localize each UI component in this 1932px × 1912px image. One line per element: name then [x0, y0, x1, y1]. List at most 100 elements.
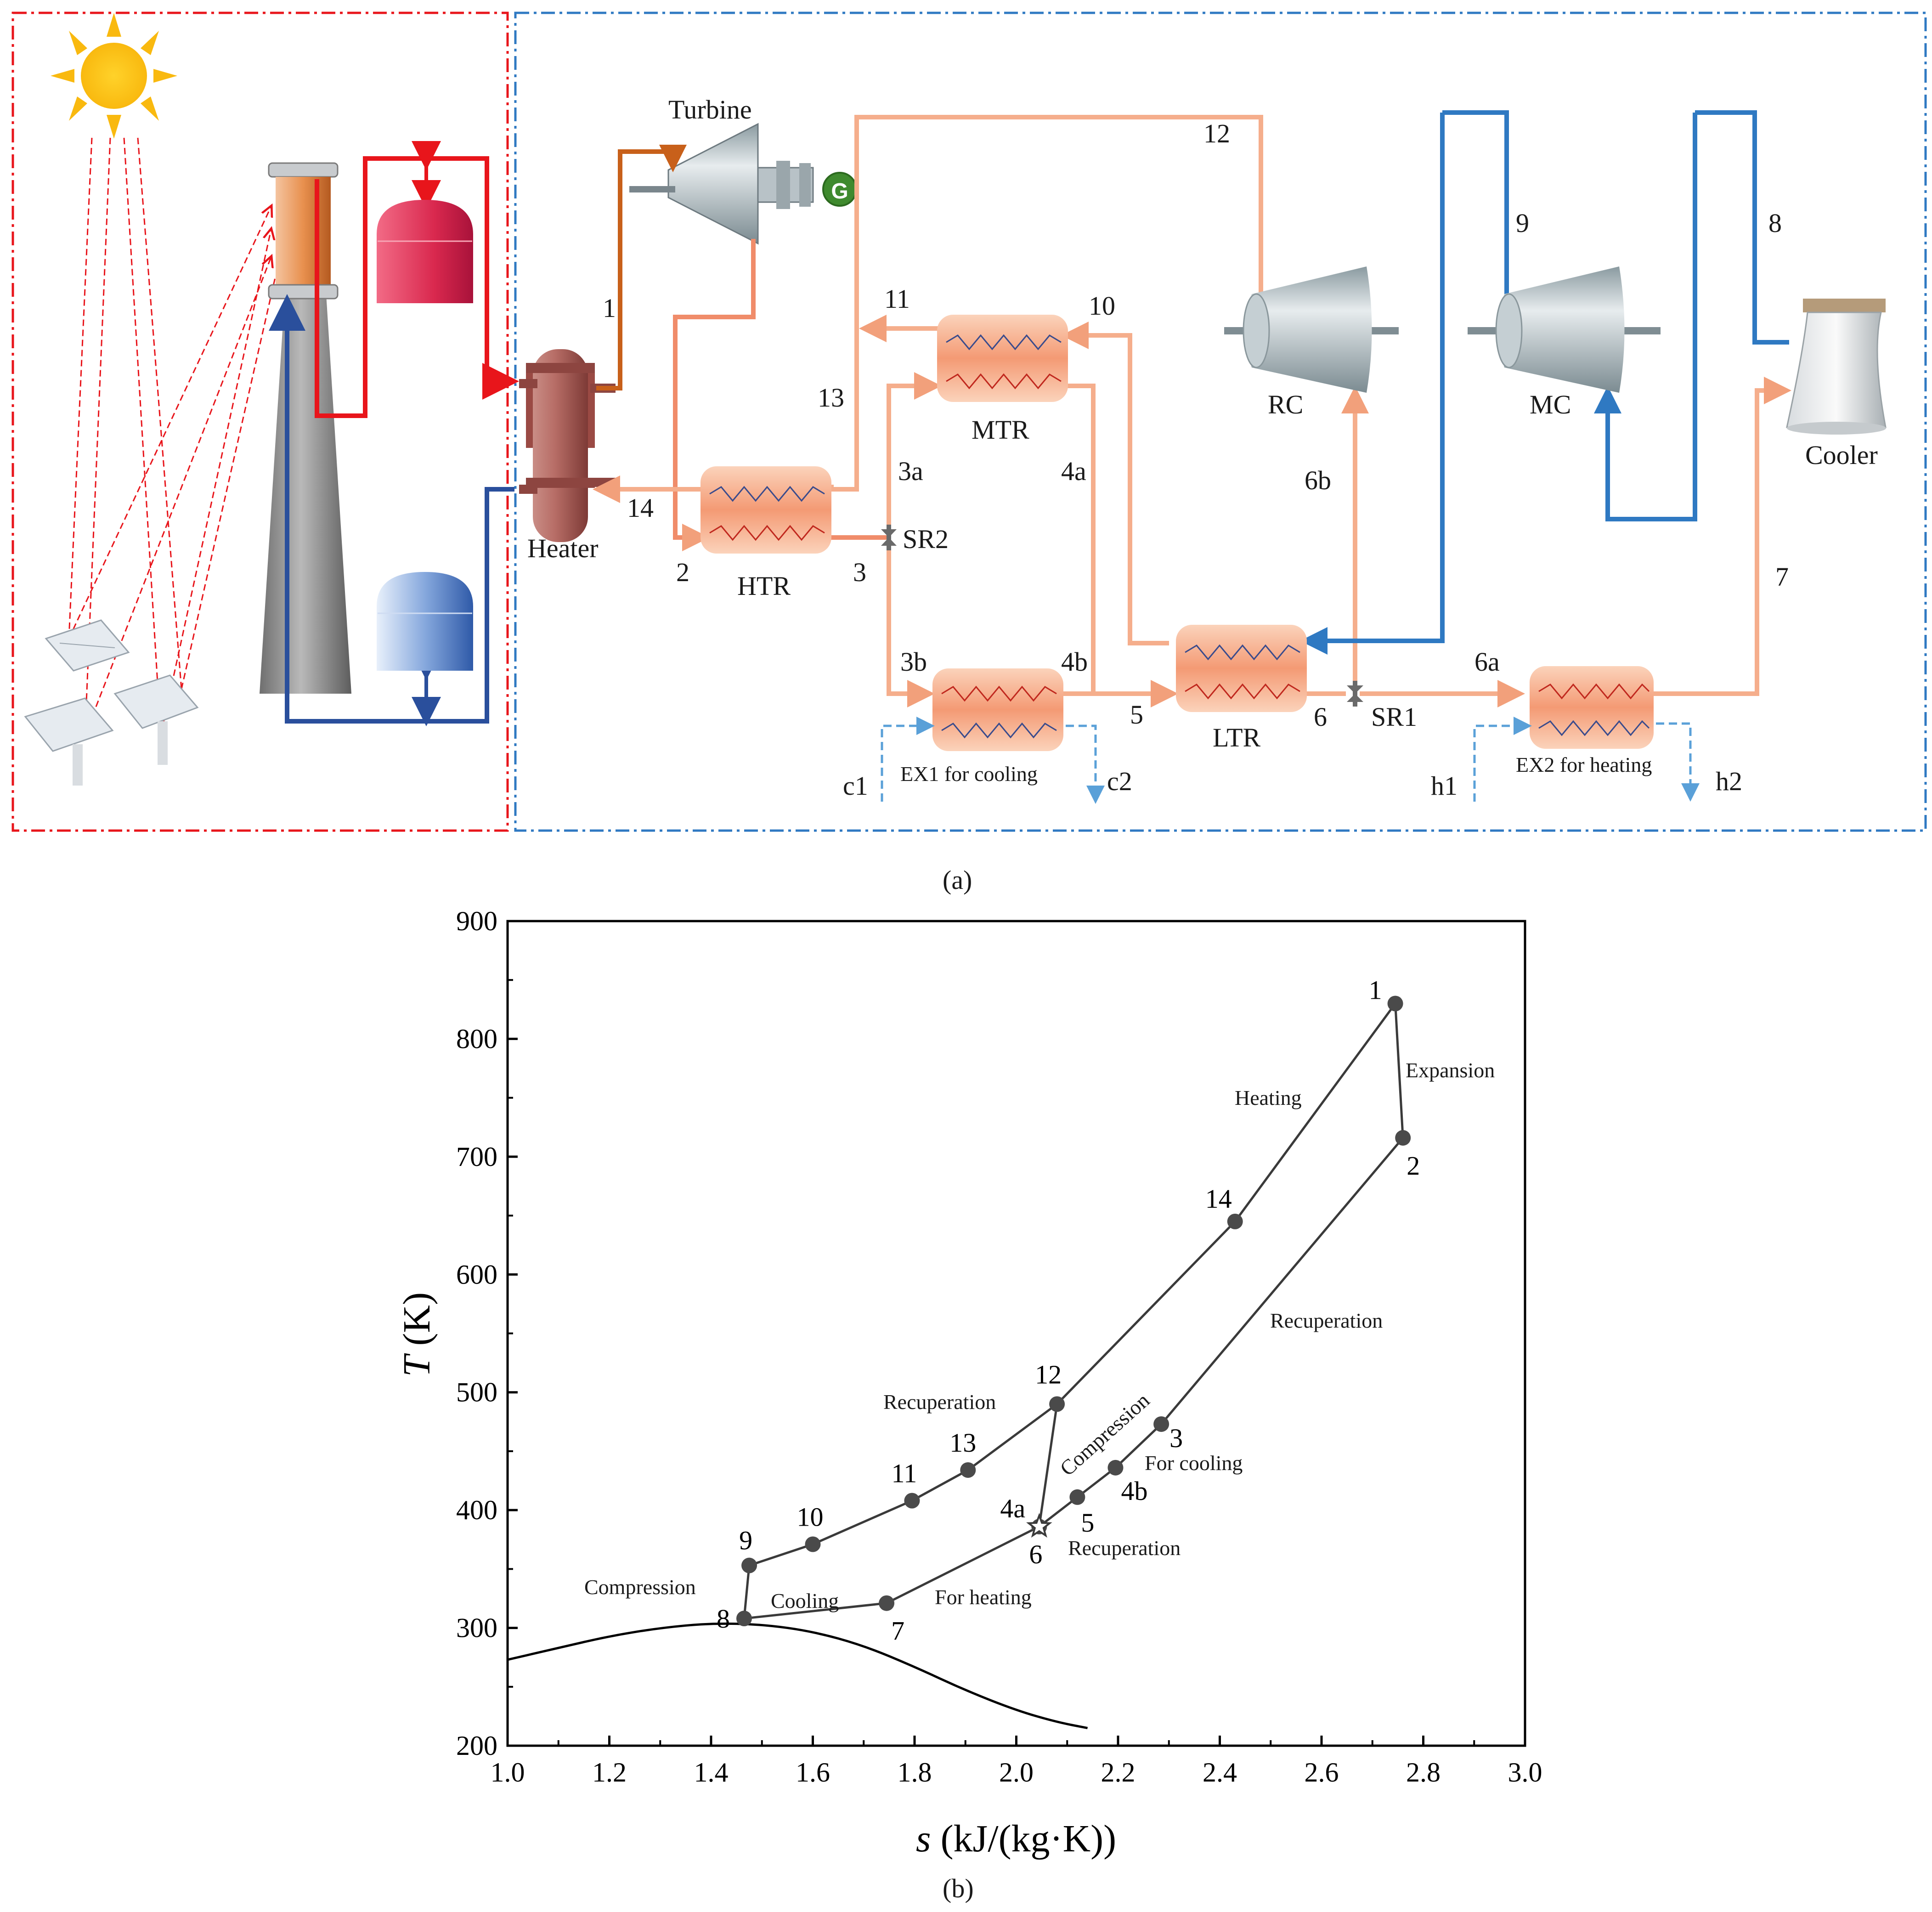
point-label-13: 13 [949, 1428, 976, 1458]
point-label-14: 14 [1205, 1184, 1232, 1214]
htr-label: HTR [737, 571, 791, 601]
cooler-label: Cooler [1805, 440, 1878, 470]
generator-icon: G [822, 172, 857, 207]
sp-8: 8 [1768, 208, 1782, 238]
y-tick-label: 200 [456, 1731, 497, 1761]
mc-icon [1468, 266, 1661, 393]
co2-cold-pipes [1300, 110, 1789, 655]
state-point-8 [736, 1611, 752, 1627]
plot-frame [506, 920, 1526, 1747]
point-label-11: 11 [891, 1459, 917, 1488]
sp-h2: h2 [1716, 766, 1742, 796]
sp-12: 12 [1203, 119, 1230, 148]
state-point-5 [1069, 1489, 1085, 1505]
y-tick-label: 300 [456, 1613, 497, 1643]
sp-c2: c2 [1107, 766, 1132, 796]
heliostat-icon [24, 619, 199, 786]
ltr-label: LTR [1213, 723, 1261, 752]
svg-text:G: G [831, 179, 848, 204]
y-tick-label: 900 [456, 906, 497, 936]
ex1-label: EX1 for cooling [900, 762, 1038, 786]
sr1-label: SR1 [1371, 702, 1417, 732]
sp-2: 2 [676, 557, 689, 587]
rc-icon [1224, 266, 1399, 393]
solar-field-boundary [11, 11, 509, 832]
state-point-12 [1049, 1396, 1065, 1412]
x-tick-label: 1.2 [592, 1757, 627, 1788]
annot-for-heating: For heating [935, 1585, 1032, 1609]
state-point-4a-star [1026, 1513, 1052, 1538]
mc-label: MC [1530, 390, 1571, 419]
state-point-7 [879, 1595, 895, 1611]
point-label-9: 9 [739, 1526, 752, 1556]
annot-cooling: Cooling [771, 1589, 839, 1612]
y-tick-label: 600 [456, 1259, 497, 1290]
point-label-8: 8 [717, 1604, 730, 1634]
state-point-14 [1227, 1213, 1243, 1229]
turbine-label: Turbine [668, 95, 752, 124]
sp-7: 7 [1775, 562, 1789, 592]
point-label-3: 3 [1169, 1423, 1183, 1453]
sr2-label: SR2 [903, 524, 949, 554]
co2-hot-pipes [593, 115, 1791, 707]
annot-expansion: Expansion [1406, 1058, 1495, 1082]
point-label-10: 10 [797, 1502, 824, 1532]
sp-9: 9 [1516, 208, 1529, 238]
panel-a: Heater G Turbine [11, 11, 1927, 895]
point-label-12: 12 [1035, 1359, 1062, 1389]
x-tick-label: 1.6 [796, 1757, 830, 1788]
annot-recuperation-cold: Recuperation [883, 1390, 996, 1414]
x-axis-label: s (kJ/(kg·K)) [916, 1817, 1116, 1860]
annot-recuperation-low: Recuperation [1068, 1536, 1181, 1560]
y-axis-label: T (K) [395, 1292, 438, 1377]
point-label-5: 5 [1081, 1508, 1094, 1538]
sp-1: 1 [603, 293, 616, 323]
sr2-valve-icon [881, 525, 897, 550]
ex2-icon [1530, 666, 1654, 749]
heater-icon [519, 349, 616, 542]
sp-6b: 6b [1305, 465, 1331, 495]
x-tick-label: 2.0 [999, 1757, 1034, 1788]
caption-a: (a) [943, 865, 972, 895]
sp-11: 11 [884, 284, 910, 314]
state-point-11 [904, 1493, 920, 1509]
sp-14: 14 [627, 493, 654, 523]
y-tick-label: 800 [456, 1024, 497, 1054]
x-tick-label: 2.8 [1406, 1757, 1441, 1788]
water-lines [881, 717, 1700, 804]
ltr-icon [1176, 625, 1307, 712]
x-tick-label: 3.0 [1508, 1757, 1542, 1788]
sp-6a: 6a [1474, 647, 1500, 677]
annot-for-cooling: For cooling [1145, 1451, 1243, 1475]
state-point-4b [1107, 1459, 1124, 1476]
state-point-10 [805, 1536, 821, 1552]
sp-6: 6 [1314, 702, 1327, 732]
x-tick-label: 2.4 [1203, 1757, 1237, 1788]
state-point-1 [1387, 996, 1403, 1012]
molten-salt-loop [269, 141, 519, 726]
mtr-label: MTR [972, 415, 1029, 445]
sp-5: 5 [1130, 700, 1143, 730]
sp-4b: 4b [1061, 647, 1088, 677]
cold-tank-icon [377, 572, 473, 671]
state-point-3 [1153, 1416, 1169, 1432]
sp-3b: 3b [900, 647, 927, 677]
sp-3: 3 [853, 557, 866, 587]
annot-compression-rc: Compression [1056, 1388, 1154, 1480]
sp-3a: 3a [898, 456, 923, 486]
ex1-icon [932, 668, 1063, 751]
point-label-2: 2 [1407, 1151, 1420, 1181]
sp-c1: c1 [843, 771, 868, 801]
point-label-6: 6 [1029, 1539, 1042, 1569]
caption-b: (b) [943, 1873, 974, 1903]
x-tick-label: 1.8 [898, 1757, 932, 1788]
state-points [736, 996, 1411, 1627]
mtr-icon [937, 315, 1068, 402]
y-tick-label: 400 [456, 1495, 497, 1525]
sun-icon [51, 13, 177, 139]
x-tick-label: 2.6 [1305, 1757, 1339, 1788]
ex2-label: EX2 for heating [1516, 753, 1652, 776]
point-label-7: 7 [891, 1616, 904, 1646]
